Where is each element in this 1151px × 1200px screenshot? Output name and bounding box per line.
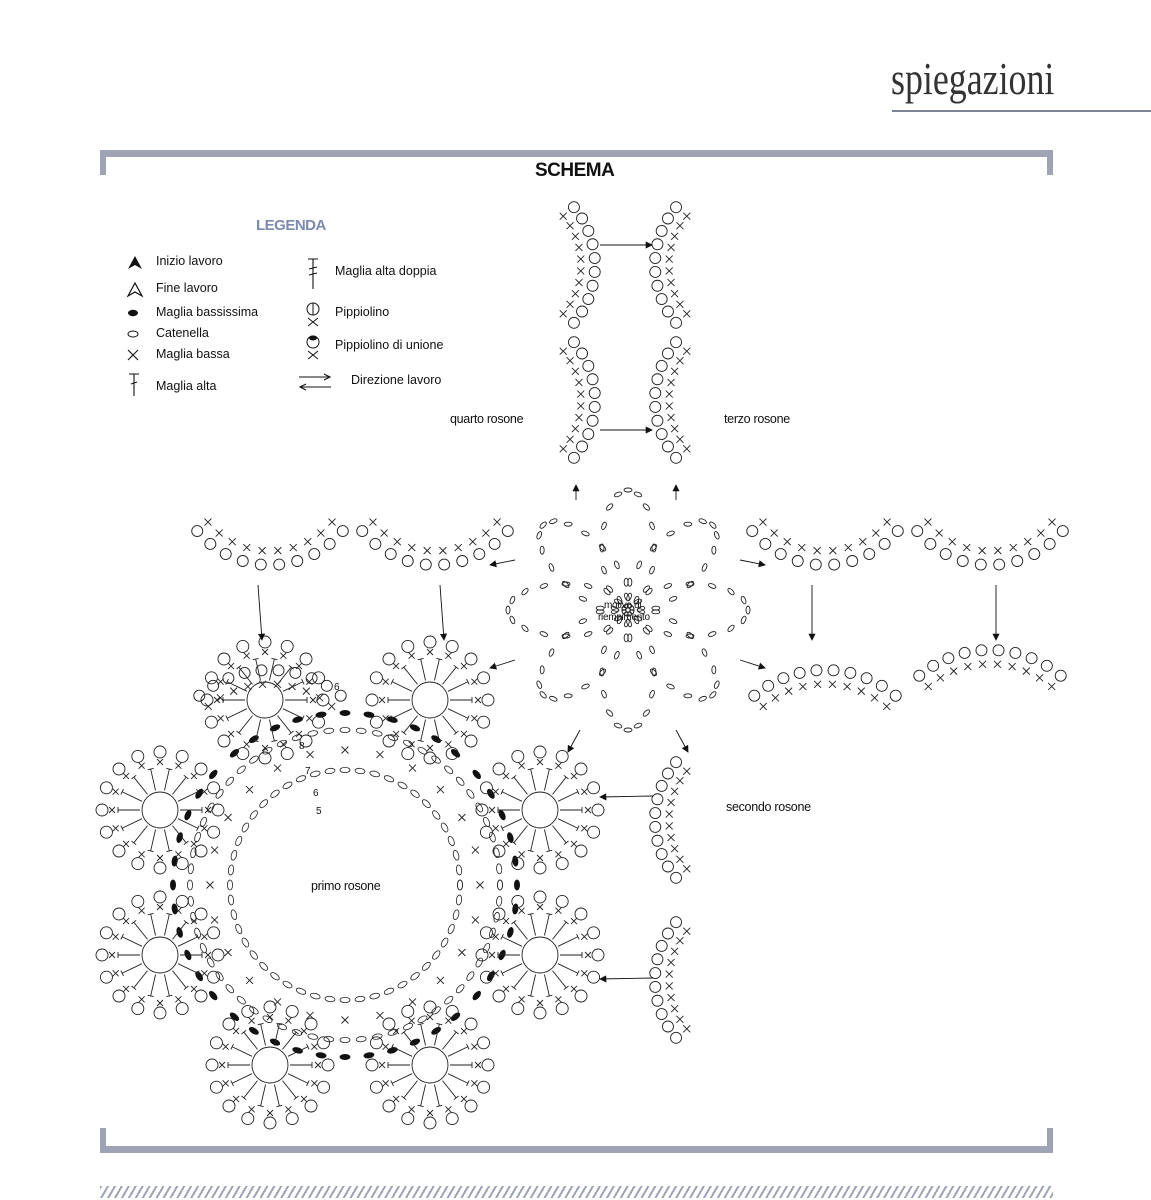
direction-arrows (257, 241, 1000, 983)
t-stitch-icon (129, 373, 139, 396)
round-number: 6 (334, 682, 340, 693)
label-terzo-rosone: terzo rosone (724, 412, 790, 426)
round-number: 5 (316, 806, 322, 817)
double-arrow-icon (298, 373, 332, 391)
double-t-stitch-icon (308, 258, 318, 289)
joining-picot-icon (306, 335, 320, 360)
open-oval-icon (127, 330, 139, 338)
x-mark-icon (127, 349, 139, 361)
brand-underline (892, 110, 1151, 112)
open-arrow-icon (126, 281, 144, 298)
schema-title: SCHEMA (535, 160, 615, 181)
label-quarto-rosone: quarto rosone (450, 412, 524, 426)
label-motivo-1: motivo di (604, 600, 642, 611)
filled-arrow-icon (128, 256, 142, 269)
label-primo-rosone: primo rosone (311, 879, 381, 893)
picot-icon (306, 302, 320, 327)
brand-title: spiegazioni (891, 53, 1055, 104)
filled-oval-icon (128, 309, 138, 317)
round-number: 7 (305, 766, 311, 777)
round-number: 6 (313, 788, 319, 799)
round-number: 8 (299, 741, 305, 752)
label-secondo-rosone: secondo rosone (726, 800, 811, 814)
footer-hatch (100, 1186, 1053, 1198)
legend-title: LEGENDA (256, 217, 326, 234)
label-motivo-2: riempimento (598, 612, 650, 623)
schema-frame (100, 150, 1053, 1153)
